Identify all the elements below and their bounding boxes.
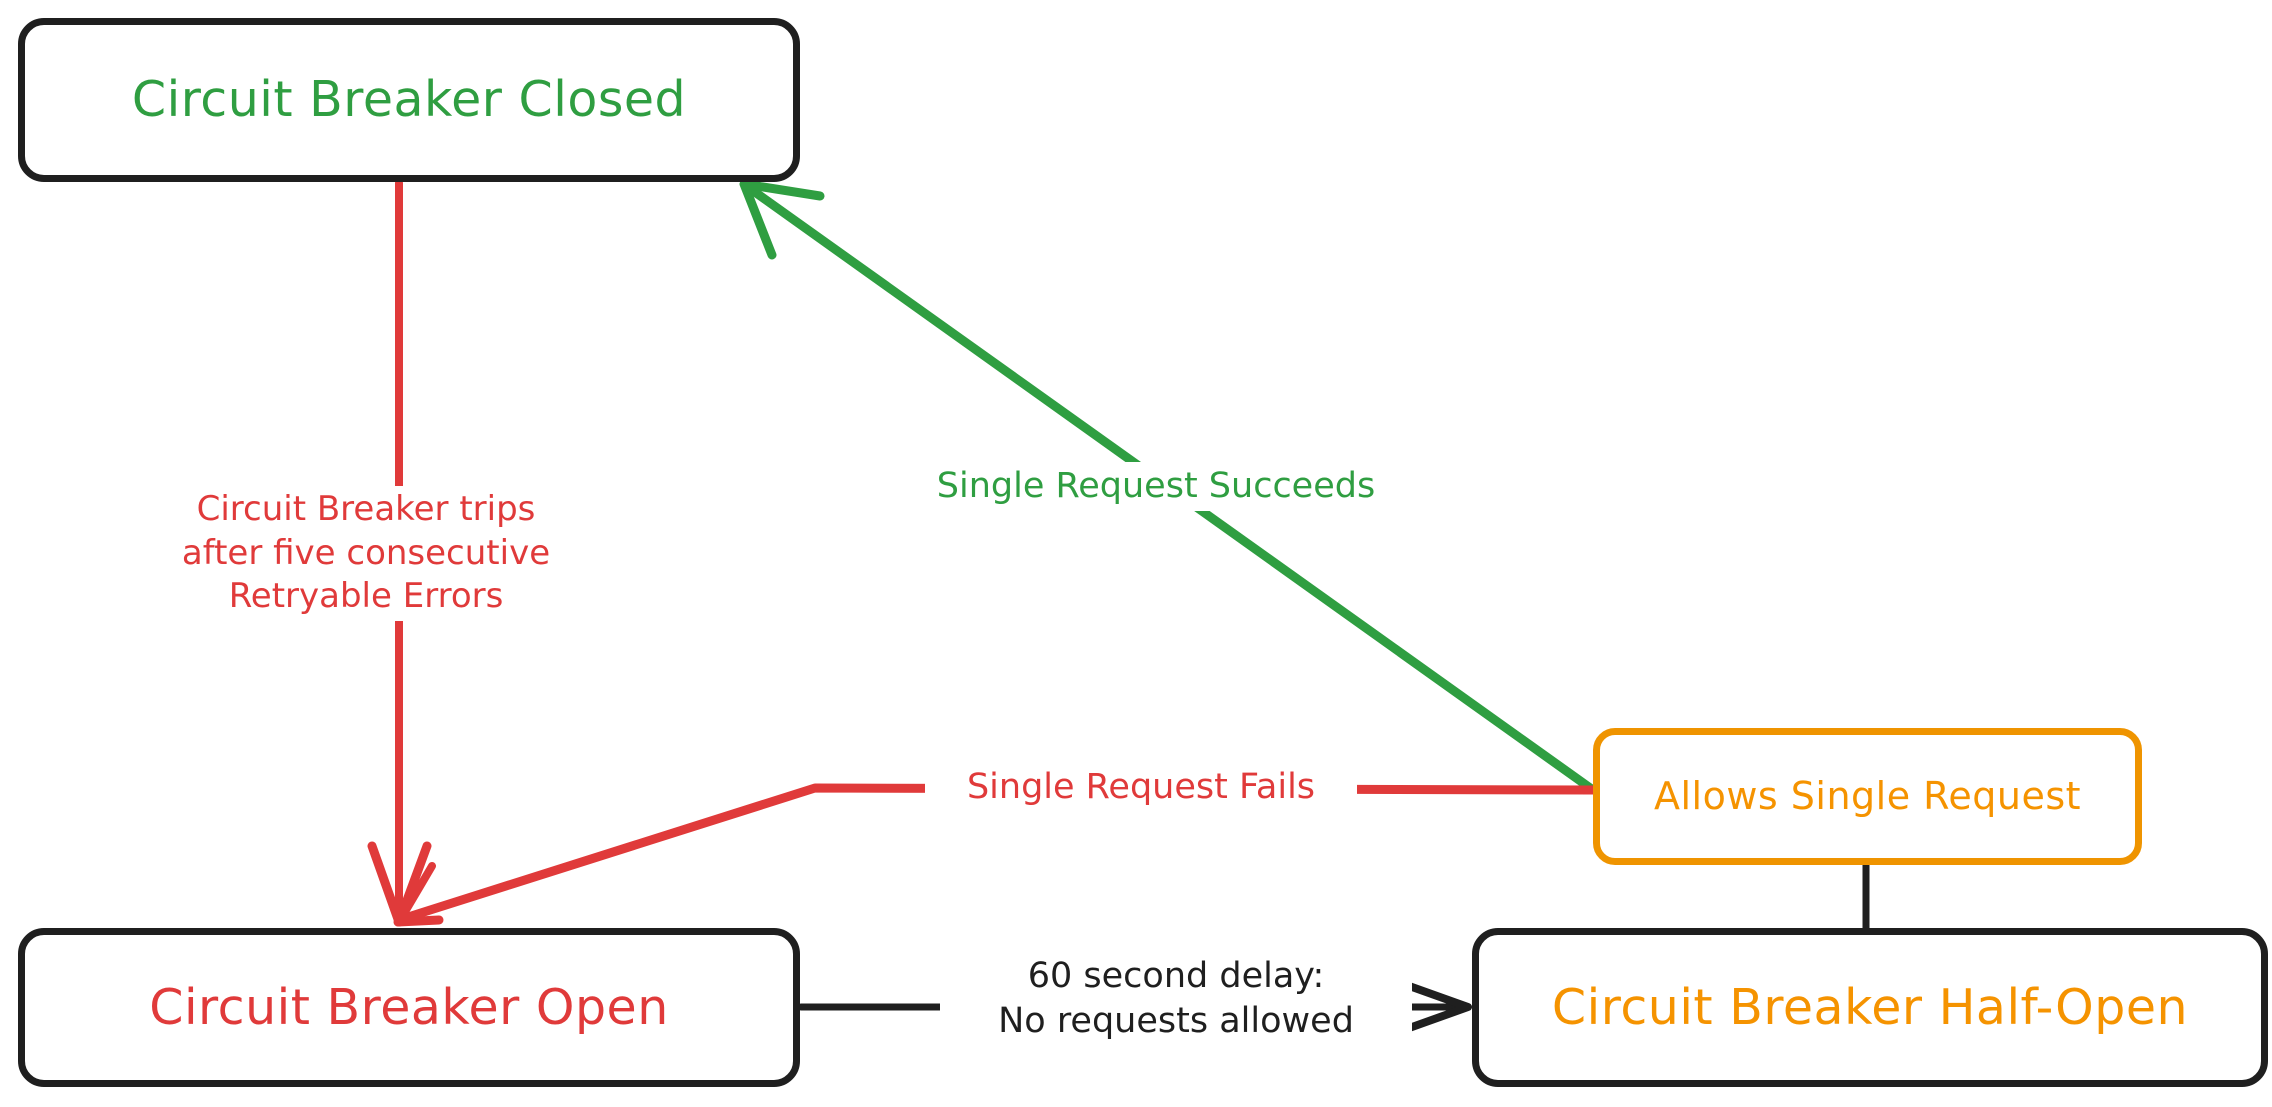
node-label-open: Circuit Breaker Open	[149, 978, 669, 1036]
edge-label-closed-to-open: Circuit Breaker trips after five consecu…	[150, 486, 582, 621]
node-label-closed: Circuit Breaker Closed	[131, 71, 687, 129]
node-circuit-breaker-half-open[interactable]: Circuit Breaker Half-Open	[1472, 928, 2268, 1087]
node-circuit-breaker-closed[interactable]: Circuit Breaker Closed	[18, 18, 800, 182]
edge-label-allows-to-closed: Single Request Succeeds	[900, 462, 1412, 511]
node-label-half-open: Circuit Breaker Half-Open	[1551, 978, 2189, 1036]
node-allows-single-request[interactable]: Allows Single Request	[1593, 728, 2142, 865]
edge-label-open-to-half-open: 60 second delay: No requests allowed	[940, 952, 1412, 1046]
node-label-allows-single-request: Allows Single Request	[1653, 773, 2082, 818]
edge-label-allows-to-open: Single Request Fails	[925, 763, 1357, 812]
node-circuit-breaker-open[interactable]: Circuit Breaker Open	[18, 928, 800, 1087]
